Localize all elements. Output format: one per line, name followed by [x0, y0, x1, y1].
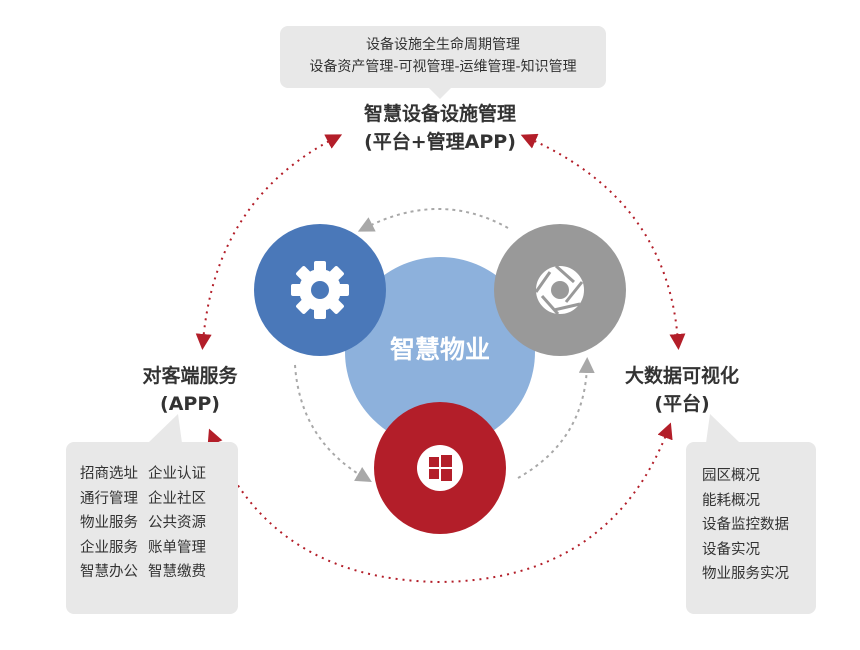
service-row: 物业服务公共资源 — [80, 511, 238, 536]
service-row: 智慧办公智慧缴费 — [80, 560, 238, 585]
visual-item: 物业服务实况 — [702, 566, 789, 582]
label-facility-management: 智慧设备设施管理 (平台+管理APP) — [300, 100, 580, 156]
service-item: 招商选址 — [80, 466, 138, 482]
cycle-arrow-top-right — [520, 133, 686, 350]
visual-item: 设备监控数据 — [702, 517, 789, 533]
service-row: 企业服务账单管理 — [80, 536, 238, 561]
callout-right: 园区概况 能耗概况 设备监控数据 设备实况 物业服务实况 — [686, 442, 816, 614]
aperture-icon — [534, 264, 586, 316]
visual-item: 能耗概况 — [702, 492, 760, 509]
callout-pointer-right — [706, 414, 740, 443]
service-row: 通行管理企业社区 — [80, 487, 238, 512]
aperture-node — [494, 224, 626, 356]
callout-pointer-top — [428, 87, 452, 99]
service-item: 通行管理 — [80, 490, 138, 507]
service-item: 企业社区 — [148, 490, 206, 507]
label-client-service: 对客端服务 (APP) — [110, 362, 270, 418]
label-line: (APP) — [160, 393, 220, 415]
visual-item: 设备实况 — [702, 541, 760, 558]
service-row: 招商选址企业认证 — [80, 462, 238, 487]
windows-icon — [417, 445, 463, 491]
label-line: 大数据可视化 — [624, 365, 739, 387]
callout-pointer-left — [148, 414, 182, 443]
service-item: 账单管理 — [148, 539, 206, 556]
callout-top-line: 设备资产管理-可视管理-运维管理-知识管理 — [309, 59, 577, 75]
gear-icon — [291, 261, 349, 319]
label-line: 智慧设备设施管理 — [363, 103, 516, 125]
windows-node — [374, 402, 506, 534]
callout-top-line: 设备设施全生命周期管理 — [366, 37, 520, 53]
callout-left: 招商选址企业认证 通行管理企业社区 物业服务公共资源 企业服务账单管理 智慧办公… — [66, 442, 238, 614]
service-item: 智慧缴费 — [148, 564, 206, 580]
center-circle — [345, 257, 535, 447]
callout-top: 设备设施全生命周期管理 设备资产管理-可视管理-运维管理-知识管理 — [280, 26, 606, 88]
inner-arrow-top — [357, 208, 509, 232]
visual-item: 园区概况 — [702, 468, 760, 484]
service-item: 公共资源 — [148, 515, 206, 531]
service-item: 智慧办公 — [80, 564, 138, 580]
label-line: (平台+管理APP) — [364, 131, 516, 153]
label-line: 对客端服务 — [142, 365, 238, 387]
service-item: 企业认证 — [148, 466, 206, 482]
label-line: (平台) — [654, 393, 710, 415]
gear-node — [254, 224, 386, 356]
service-item: 物业服务 — [80, 515, 138, 531]
center-label: 智慧物业 — [389, 335, 490, 364]
inner-arrow-right — [517, 357, 595, 479]
inner-arrow-left — [294, 364, 372, 483]
service-item: 企业服务 — [80, 539, 138, 556]
label-big-data: 大数据可视化 (平台) — [602, 362, 762, 418]
